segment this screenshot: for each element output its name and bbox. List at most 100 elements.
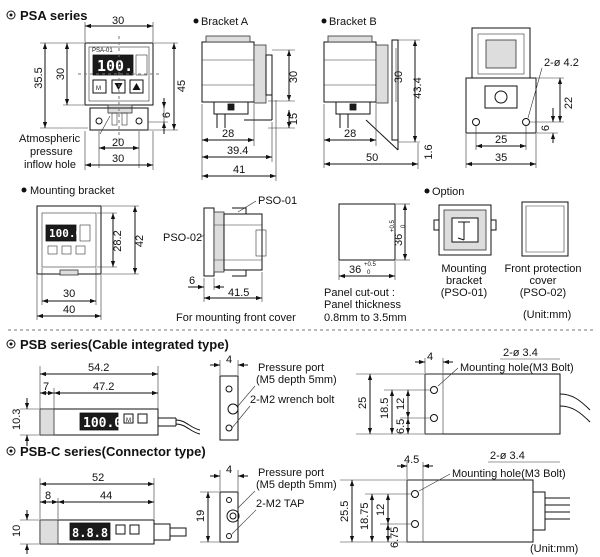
svg-text:+0.5: +0.5 <box>364 262 377 268</box>
svg-text:6.75: 6.75 <box>389 527 401 548</box>
psbc-lcd-value: 8.8.8.8 <box>72 526 123 540</box>
svg-text:6: 6 <box>540 125 552 131</box>
bullet-icon <box>193 18 199 24</box>
bullet-icon <box>21 187 27 193</box>
svg-text:Front protection: Front protection <box>504 263 581 275</box>
svg-text:19: 19 <box>195 510 207 522</box>
svg-text:45: 45 <box>176 80 188 92</box>
svg-text:(Unit:mm): (Unit:mm) <box>523 309 571 321</box>
pso-02-cover-icon <box>521 201 569 257</box>
svg-text:Mounting hole(M3 Bolt): Mounting hole(M3 Bolt) <box>460 362 574 374</box>
psb-lcd-value: 100.0 <box>83 416 122 431</box>
psa-port <box>107 104 133 114</box>
svg-text:0.8mm to 3.5mm: 0.8mm to 3.5mm <box>324 312 407 324</box>
svg-text:2-M2 TAP: 2-M2 TAP <box>256 498 305 510</box>
svg-text:8: 8 <box>45 490 51 502</box>
bullet-icon <box>6 446 16 456</box>
svg-text:50: 50 <box>366 152 378 164</box>
svg-text:30: 30 <box>55 68 67 80</box>
svg-text:inflow hole: inflow hole <box>24 159 76 171</box>
svg-text:Mounting: Mounting <box>441 263 486 275</box>
svg-text:36: 36 <box>349 264 361 276</box>
bracket-a-view: Bracket A 30 15 28 39.4 41 <box>193 16 300 181</box>
svg-text:18.75: 18.75 <box>359 502 371 530</box>
pso-01-bracket-icon <box>433 204 497 256</box>
svg-text:Panel thickness: Panel thickness <box>324 299 402 311</box>
pso-01-label: PSO-01 <box>258 195 297 207</box>
svg-text:10.3: 10.3 <box>11 409 23 430</box>
svg-text:2-M2 wrench bolt: 2-M2 wrench bolt <box>250 394 334 406</box>
psa-lcd-value: 100.0 <box>97 57 142 75</box>
svg-text:2-ø 3.4: 2-ø 3.4 <box>490 450 525 462</box>
svg-text:(M5 depth 5mm): (M5 depth 5mm) <box>256 479 337 491</box>
option-section: Option Mounting bracket (PSO-01) Front p… <box>424 186 582 321</box>
svg-text:30: 30 <box>112 15 124 27</box>
svg-text:0: 0 <box>401 224 407 228</box>
psbc-title: PSB-C series(Connector type) <box>20 444 206 459</box>
svg-text:39.4: 39.4 <box>227 145 248 157</box>
mounting-title: Mounting bracket <box>30 185 114 197</box>
pso-02-label: PSO-02 <box>163 232 202 244</box>
svg-text:M: M <box>96 86 101 92</box>
svg-text:54.2: 54.2 <box>88 362 109 374</box>
svg-text:Mounting hole(M3 Bolt): Mounting hole(M3 Bolt) <box>452 468 566 480</box>
mode-button-icon <box>92 79 107 94</box>
svg-text:47.2: 47.2 <box>93 381 114 393</box>
svg-text:6: 6 <box>189 275 195 287</box>
psa-lcd <box>92 54 134 76</box>
svg-text:30: 30 <box>112 153 124 165</box>
bullet-icon <box>6 10 16 20</box>
svg-text:4.5: 4.5 <box>404 454 419 466</box>
svg-text:43.4: 43.4 <box>412 77 424 98</box>
bracket-b-view: Bracket B 30 43.4 28 1.6 50 <box>321 16 435 169</box>
svg-text:28: 28 <box>344 128 356 140</box>
svg-text:bracket: bracket <box>446 275 482 287</box>
svg-text:12: 12 <box>395 398 407 410</box>
psbc-section: PSB-C series(Connector type) 8.8.8.8 52 … <box>6 444 578 555</box>
mounting-lcd-value: 100.0 <box>49 227 82 240</box>
svg-text:4: 4 <box>427 351 433 363</box>
mounting-bracket-view: Mounting bracket 100.0 28.2 42 30 40 <box>21 185 146 320</box>
svg-text:6.5: 6.5 <box>395 419 407 434</box>
svg-text:(PSO-01): (PSO-01) <box>441 287 487 299</box>
svg-text:2-ø 4.2: 2-ø 4.2 <box>544 57 579 69</box>
svg-text:20: 20 <box>112 137 124 149</box>
svg-text:40: 40 <box>63 304 75 316</box>
svg-text:25.5: 25.5 <box>339 501 351 522</box>
svg-text:44: 44 <box>100 490 112 502</box>
svg-text:42: 42 <box>134 235 146 247</box>
option-title: Option <box>432 186 464 198</box>
svg-text:6: 6 <box>161 112 173 118</box>
psb-section: PSB series(Cable integrated type) 100.0 … <box>6 337 591 446</box>
bracket-a-title: Bracket A <box>201 16 249 28</box>
svg-text:35.5: 35.5 <box>33 67 45 88</box>
svg-text:30: 30 <box>288 71 300 83</box>
svg-text:52: 52 <box>92 472 104 484</box>
cover-caption: For mounting front cover <box>176 312 296 324</box>
svg-text:Pressure port: Pressure port <box>258 467 324 479</box>
svg-text:35: 35 <box>495 152 507 164</box>
svg-text:1.6: 1.6 <box>423 144 435 159</box>
bullet-dot-icon <box>9 449 13 453</box>
svg-text:36: 36 <box>393 234 405 246</box>
svg-text:22: 22 <box>563 97 575 109</box>
svg-text:28: 28 <box>222 128 234 140</box>
bullet-icon <box>321 18 327 24</box>
svg-text:4: 4 <box>226 354 232 366</box>
psa-section: PSA series PSA-01 100.0 M 3 <box>6 8 188 171</box>
svg-text:7: 7 <box>43 381 49 393</box>
psa-model-label: PSA-01 <box>92 48 113 54</box>
svg-text:(PSO-02): (PSO-02) <box>520 287 566 299</box>
svg-text:28.2: 28.2 <box>112 230 124 251</box>
svg-text:25: 25 <box>357 397 369 409</box>
bullet-icon <box>424 188 430 194</box>
svg-text:(M5 depth 5mm): (M5 depth 5mm) <box>256 374 337 386</box>
svg-text:4: 4 <box>226 464 232 476</box>
bullet-icon <box>6 339 16 349</box>
panel-cutout-view: 36 +0.5 0 36 +0.5 0 Panel cut-out : Pane… <box>324 203 410 324</box>
svg-text:pressure: pressure <box>30 146 73 158</box>
bracket-b-title: Bracket B <box>329 16 377 28</box>
svg-text:M: M <box>126 418 131 424</box>
